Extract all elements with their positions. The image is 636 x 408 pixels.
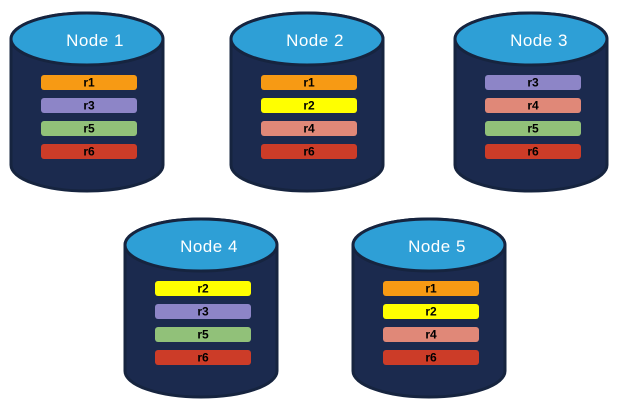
replica-bar[interactable] (383, 327, 479, 342)
replica-bar[interactable] (261, 98, 357, 113)
replica-label: r4 (425, 328, 437, 342)
replica-label: r2 (425, 305, 437, 319)
replica-label: r3 (197, 305, 209, 319)
replica-bar[interactable] (41, 144, 137, 159)
replica-label: r4 (527, 99, 539, 113)
replica-bar[interactable] (383, 350, 479, 365)
replica-label: r1 (425, 282, 437, 296)
replica-bar[interactable] (41, 98, 137, 113)
replica-bar[interactable] (261, 75, 357, 90)
replica-label: r5 (197, 328, 209, 342)
replica-bar[interactable] (383, 281, 479, 296)
replica-label: r3 (527, 76, 539, 90)
database-node-cylinder[interactable]: Node 5 r1 r2 r4 r6 (350, 214, 508, 402)
replica-label: r6 (83, 145, 95, 159)
replica-bar[interactable] (485, 98, 581, 113)
cylinder-top-ellipse (453, 11, 609, 67)
cylinder-top-ellipse (229, 11, 385, 67)
replica-bar[interactable] (485, 144, 581, 159)
replica-label: r6 (425, 351, 437, 365)
node-label: Node 5 (408, 237, 466, 256)
replica-bar[interactable] (261, 144, 357, 159)
node-label: Node 1 (66, 31, 124, 50)
replica-bar[interactable] (155, 281, 251, 296)
replica-bar[interactable] (41, 75, 137, 90)
replica-label: r6 (527, 145, 539, 159)
replica-label: r5 (527, 122, 539, 136)
database-node-cylinder[interactable]: Node 4 r2 r3 r5 r6 (122, 214, 280, 402)
replica-bar[interactable] (155, 327, 251, 342)
node-label: Node 2 (286, 31, 344, 50)
replica-label: r2 (303, 99, 315, 113)
database-node-cylinder[interactable]: Node 2 r1 r2 r4 r6 (228, 8, 386, 196)
replica-bar[interactable] (261, 121, 357, 136)
replica-bar[interactable] (41, 121, 137, 136)
node-label: Node 4 (180, 237, 238, 256)
database-node-cylinder[interactable]: Node 3 r3 r4 r5 r6 (452, 8, 610, 196)
replica-label: r6 (303, 145, 315, 159)
node-label: Node 3 (510, 31, 568, 50)
replica-bar[interactable] (155, 304, 251, 319)
cylinder-top-ellipse (123, 217, 279, 273)
replica-label: r4 (303, 122, 315, 136)
replica-label: r6 (197, 351, 209, 365)
replica-label: r3 (83, 99, 95, 113)
replica-bar[interactable] (155, 350, 251, 365)
replica-label: r1 (303, 76, 315, 90)
database-node-cylinder[interactable]: Node 1 r1 r3 r5 r6 (8, 8, 166, 196)
replica-bar[interactable] (383, 304, 479, 319)
replica-bar[interactable] (485, 121, 581, 136)
cylinder-top-ellipse (9, 11, 165, 67)
cylinder-top-ellipse (351, 217, 507, 273)
replica-label: r5 (83, 122, 95, 136)
replica-bar[interactable] (485, 75, 581, 90)
replica-label: r2 (197, 282, 209, 296)
replica-label: r1 (83, 76, 95, 90)
